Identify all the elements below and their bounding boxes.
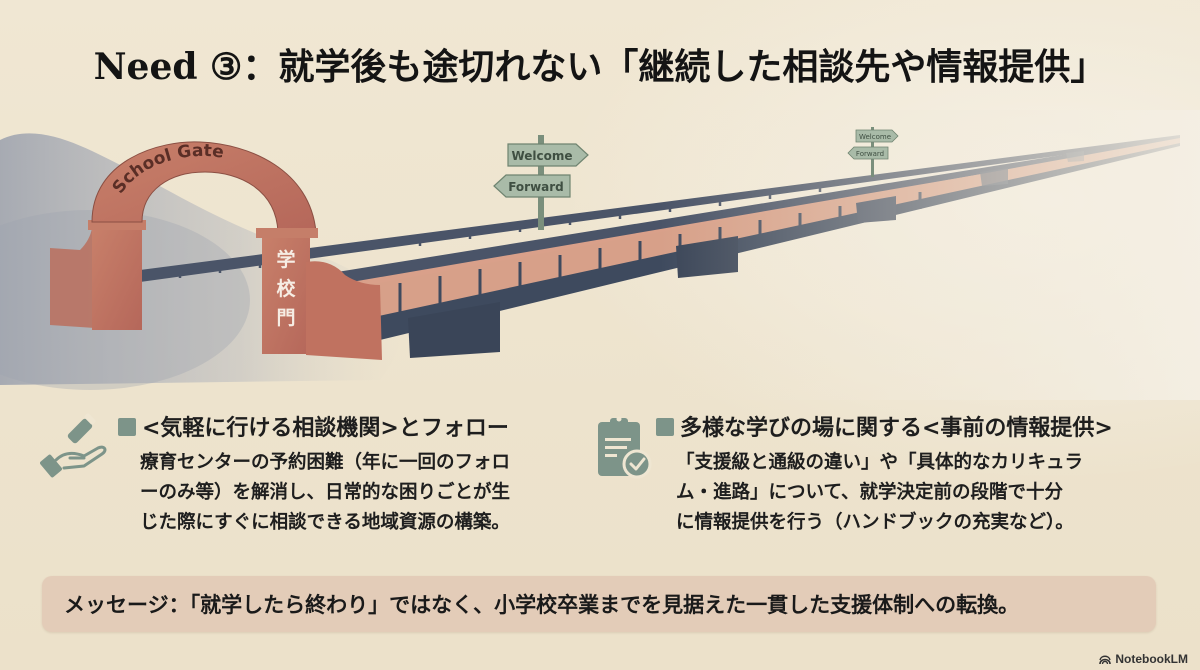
svg-text:Forward: Forward <box>508 180 564 194</box>
message-banner: メッセージ：「就学したら終わり」ではなく、小学校卒業までを見据えた一貫した支援体… <box>42 576 1156 632</box>
svg-text:門: 門 <box>276 307 295 329</box>
bridge-illustration: Welcome Forward Welcome Forward <box>0 110 1200 400</box>
section-heading: 多様な学びの場に関する<事前の情報提供> <box>680 416 1113 441</box>
svg-text:Welcome: Welcome <box>511 149 572 163</box>
body-line: に情報提供を行う（ハンドブックの充実など）。 <box>676 512 1074 533</box>
clipboard-check-icon <box>594 414 652 480</box>
notebooklm-logo-icon <box>1099 655 1112 664</box>
signpost-far: Welcome Forward <box>847 127 899 177</box>
signpost-near: Welcome Forward <box>493 135 589 230</box>
hand-with-pill-icon <box>40 412 110 480</box>
section-heading: <気軽に行ける相談機関>とフォロー <box>142 416 509 441</box>
page-title: Need ③：就学後も途切れない「継続した相談先や情報提供」 <box>93 46 1107 88</box>
body-line: 「支援級と通級の違い」や「具体的なカリキュラ <box>676 452 1084 473</box>
body-line: ーのみ等）を解消し、日常的な困りごとが生 <box>140 482 511 503</box>
message-text: メッセージ：「就学したら終わり」ではなく、小学校卒業までを見据えた一貫した支援体… <box>64 593 1020 617</box>
svg-text:Forward: Forward <box>856 150 884 158</box>
brand-label: NotebookLM <box>1115 652 1188 666</box>
section-body: 「支援級と通級の違い」や「具体的なカリキュラ ム・進路」について、就学決定前の段… <box>676 448 1146 538</box>
svg-text:学: 学 <box>276 248 295 271</box>
bullet-square <box>656 418 674 436</box>
svg-text:校: 校 <box>276 277 296 300</box>
brand-watermark: NotebookLM <box>1099 652 1188 666</box>
school-gate: School Gate 学 校 門 <box>50 141 382 360</box>
svg-text:Welcome: Welcome <box>859 133 891 141</box>
section-body: 療育センターの予約困難（年に一回のフォロ ーのみ等）を解消し、日常的な困りごとが… <box>140 448 580 538</box>
bullet-square <box>118 418 136 436</box>
body-line: ム・進路」について、就学決定前の段階で十分 <box>676 482 1064 503</box>
body-line: じた際にすぐに相談できる地域資源の構築。 <box>140 512 510 533</box>
body-line: 療育センターの予約困難（年に一回のフォロ <box>140 452 511 473</box>
